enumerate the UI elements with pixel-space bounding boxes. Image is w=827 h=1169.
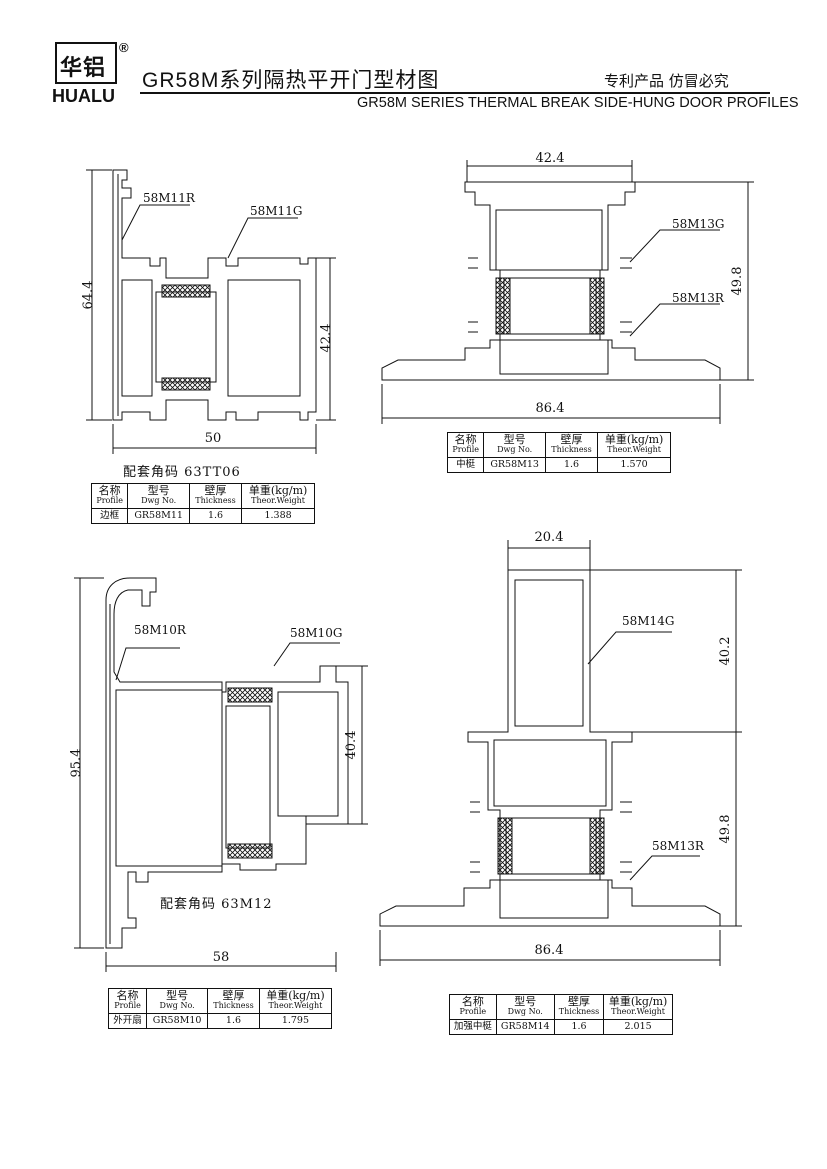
th-profile-en: Profile (96, 496, 123, 505)
table-row: 加强中梃 GR58M14 1.6 2.015 (449, 1019, 673, 1035)
cell-thickness: 1.6 (553, 1019, 605, 1035)
label-58m11r: 58M11R (143, 191, 196, 205)
th-profile-en: Profile (452, 445, 479, 454)
dim-58: 58 (213, 950, 230, 965)
th-weight-en: Theor.Weight (268, 1001, 323, 1010)
dim-95-4: 95.4 (69, 749, 84, 778)
cell-thickness: 1.6 (188, 508, 243, 524)
profile-58m13-drawing (381, 160, 754, 424)
page-title: GR58M系列隔热平开门型材图 (142, 69, 440, 92)
th-profile-en: Profile (114, 1001, 141, 1010)
dim-64-4: 64.4 (81, 281, 96, 310)
th-dwg-cn: 型号 (514, 995, 537, 1008)
th-dwg-cn: 型号 (503, 433, 526, 446)
label-58m13r: 58M13R (672, 291, 725, 305)
accessory-note-58m11: 配套角码 63TT06 (123, 465, 241, 480)
th-thick-en: Thickness (558, 1007, 600, 1016)
dim-49-8-b: 49.8 (718, 815, 733, 844)
header-rule (140, 92, 770, 94)
th-dwg-en: Dwg No. (507, 1007, 543, 1016)
th-dwg-cn: 型号 (147, 484, 170, 497)
label-58m10r: 58M10R (134, 623, 187, 637)
cell-dwg: GR58M11 (127, 508, 190, 524)
th-thick-cn: 壁厚 (560, 433, 583, 446)
label-58m11g: 58M11G (250, 204, 302, 218)
cell-thickness: 1.6 (207, 1013, 260, 1029)
cell-weight: 1.795 (258, 1013, 333, 1029)
th-weight-cn: 单重(kg/m) (604, 433, 664, 446)
page-subtitle: GR58M SERIES THERMAL BREAK SIDE-HUNG DOO… (357, 95, 799, 111)
cell-weight: 1.570 (597, 457, 671, 473)
profile-58m10-drawing (74, 577, 368, 972)
cell-name: 中梃 (446, 457, 485, 473)
th-thick-en: Thickness (213, 1001, 254, 1010)
th-profile-cn: 名称 (98, 484, 121, 497)
cell-dwg: GR58M10 (146, 1013, 209, 1029)
th-weight-cn: 单重(kg/m) (608, 995, 668, 1008)
th-thick-en: Thickness (551, 445, 592, 454)
cell-thickness: 1.6 (544, 457, 599, 473)
table-row: 外开扇 GR58M10 1.6 1.795 (107, 1013, 333, 1029)
th-dwg-en: Dwg No. (497, 445, 533, 454)
cell-dwg: GR58M14 (495, 1019, 555, 1035)
label-58m10g: 58M10G (290, 626, 342, 640)
cell-name: 外开扇 (107, 1013, 148, 1029)
patent-note: 专利产品 仿冒必究 (604, 72, 729, 90)
dim-50: 50 (205, 431, 222, 446)
label-58m13g: 58M13G (672, 217, 724, 231)
logo-english: HUALU (52, 86, 115, 106)
th-weight-cn: 单重(kg/m) (248, 484, 308, 497)
label-58m14g: 58M14G (622, 614, 674, 628)
th-profile-cn: 名称 (454, 433, 477, 446)
th-dwg-en: Dwg No. (159, 1001, 195, 1010)
dim-86-4-b: 86.4 (535, 943, 564, 958)
th-profile-cn: 名称 (461, 995, 484, 1008)
th-thick-cn: 壁厚 (204, 484, 227, 497)
dim-42-4-b: 42.4 (536, 151, 565, 166)
profile-58m14-drawing (379, 540, 742, 966)
cell-name: 边框 (90, 508, 129, 524)
cell-name: 加强中梃 (449, 1019, 497, 1035)
registered-mark: ® (119, 40, 129, 55)
th-profile-en: Profile (459, 1007, 487, 1016)
cell-weight: 1.388 (241, 508, 315, 524)
th-weight-en: Theor.Weight (607, 445, 662, 454)
th-dwg-en: Dwg No. (141, 496, 177, 505)
accessory-note-58m10: 配套角码 63M12 (160, 897, 273, 912)
th-dwg-cn: 型号 (166, 989, 189, 1002)
dim-40-2: 40.2 (718, 637, 733, 666)
dim-86-4-a: 86.4 (536, 401, 565, 416)
label-58m13r-b: 58M13R (652, 839, 705, 853)
profile-58m11-drawing (86, 169, 336, 454)
th-thick-cn: 壁厚 (222, 989, 245, 1002)
th-weight-cn: 单重(kg/m) (266, 989, 325, 1002)
dim-40-4: 40.4 (344, 731, 359, 760)
logo-frame (55, 42, 117, 84)
th-weight-en: Theor.Weight (611, 1007, 666, 1016)
table-row: 中梃 GR58M13 1.6 1.570 (446, 457, 671, 473)
table-row: 边框 GR58M11 1.6 1.388 (90, 508, 315, 524)
dim-42-4-a: 42.4 (319, 324, 334, 353)
logo-chinese: 华铝 (60, 56, 107, 81)
th-thick-cn: 壁厚 (568, 995, 590, 1008)
dim-49-8-a: 49.8 (730, 267, 745, 296)
dim-20-4: 20.4 (535, 530, 564, 545)
cell-weight: 2.015 (603, 1019, 673, 1035)
cell-dwg: GR58M13 (483, 457, 546, 473)
th-thick-en: Thickness (195, 496, 236, 505)
th-profile-cn: 名称 (116, 989, 139, 1002)
th-weight-en: Theor.Weight (251, 496, 306, 505)
